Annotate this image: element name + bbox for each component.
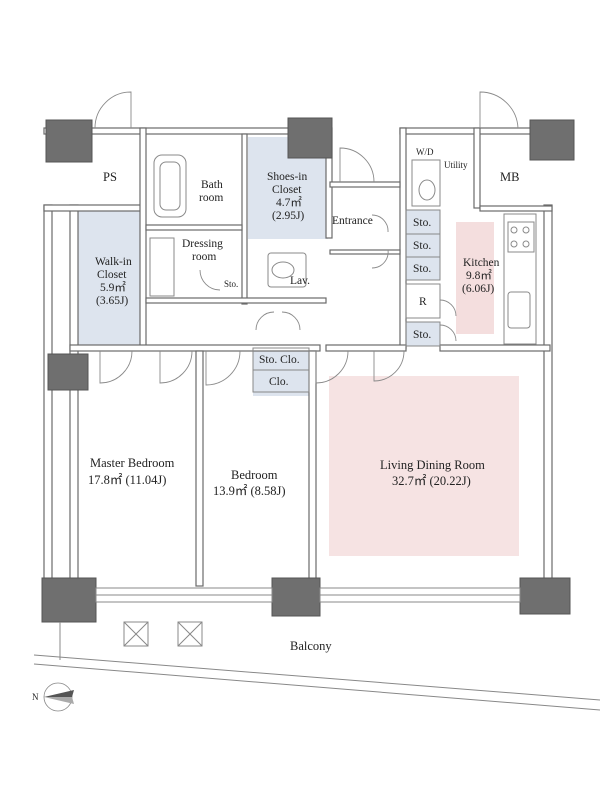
window-band xyxy=(95,587,521,603)
kitchen-label: Kitchen xyxy=(463,257,500,269)
dressing-room-label-2: room xyxy=(192,251,216,263)
storage-label-2: Sto. xyxy=(413,240,431,252)
master-bedroom-area: 17.8㎡ (11.04J) xyxy=(88,473,166,487)
kitchen-highlight xyxy=(456,222,494,334)
bath-room-label-2: room xyxy=(199,192,223,204)
bath-fixtures xyxy=(149,154,535,329)
bedroom-area: 13.9㎡ (8.58J) xyxy=(213,484,286,498)
bedroom-label: Bedroom xyxy=(231,468,278,482)
master-bedroom-label: Master Bedroom xyxy=(90,456,175,470)
structural-columns xyxy=(41,117,575,623)
shoes-closet-label-2: Closet xyxy=(272,184,302,196)
walk-in-closet-label: Walk-in xyxy=(95,256,132,268)
walk-in-closet-highlight xyxy=(78,210,140,350)
dressing-room-label: Dressing xyxy=(182,238,223,250)
kitchen-area: 9.8㎡ xyxy=(466,269,492,282)
walk-in-closet-label-2: Closet xyxy=(97,269,127,281)
balcony-label: Balcony xyxy=(290,639,332,653)
storage-label-3: Sto. xyxy=(413,263,431,275)
refrigerator-label: R xyxy=(419,296,427,308)
walk-in-closet-area: 5.9㎡ xyxy=(100,281,126,294)
storage-closet-label: Sto. Clo. xyxy=(259,354,300,366)
storage-highlight-small xyxy=(406,322,440,346)
living-dining-room-area: 32.7㎡ (20.22J) xyxy=(392,474,471,488)
walk-in-closet-area-j: (3.65J) xyxy=(96,295,128,307)
mb-label: MB xyxy=(500,170,519,184)
entrance-label: Entrance xyxy=(332,215,373,227)
storage-highlight-column xyxy=(406,210,440,280)
shoes-closet-label: Shoes-in xyxy=(267,171,308,183)
bath-room-label: Bath xyxy=(201,179,223,191)
interior-doors xyxy=(99,147,457,386)
living-room-highlight xyxy=(329,376,519,556)
wd-label: W/D xyxy=(416,147,434,157)
hall-storage-highlight xyxy=(253,348,309,396)
shoes-closet-area-j: (2.95J) xyxy=(272,210,304,222)
utility-label: Utility xyxy=(444,160,468,170)
ps-label: PS xyxy=(103,170,117,184)
storage-label-1: Sto. xyxy=(413,217,431,229)
kitchen-storage xyxy=(252,209,537,393)
closet-label: Clo. xyxy=(269,376,289,388)
compass-arrow-icon xyxy=(43,682,74,712)
storage-label-4: Sto. xyxy=(413,329,431,341)
dressing-storage-label: Sto. xyxy=(224,279,238,289)
outer-walls xyxy=(43,127,571,587)
shoes-closet-area: 4.7㎡ xyxy=(276,196,302,209)
lav-label: Lav. xyxy=(290,275,310,287)
kitchen-area-j: (6.06J) xyxy=(462,283,494,295)
living-dining-room-label: Living Dining Room xyxy=(380,458,485,472)
compass-north-label: N xyxy=(32,692,39,702)
balcony-outline xyxy=(33,621,600,711)
